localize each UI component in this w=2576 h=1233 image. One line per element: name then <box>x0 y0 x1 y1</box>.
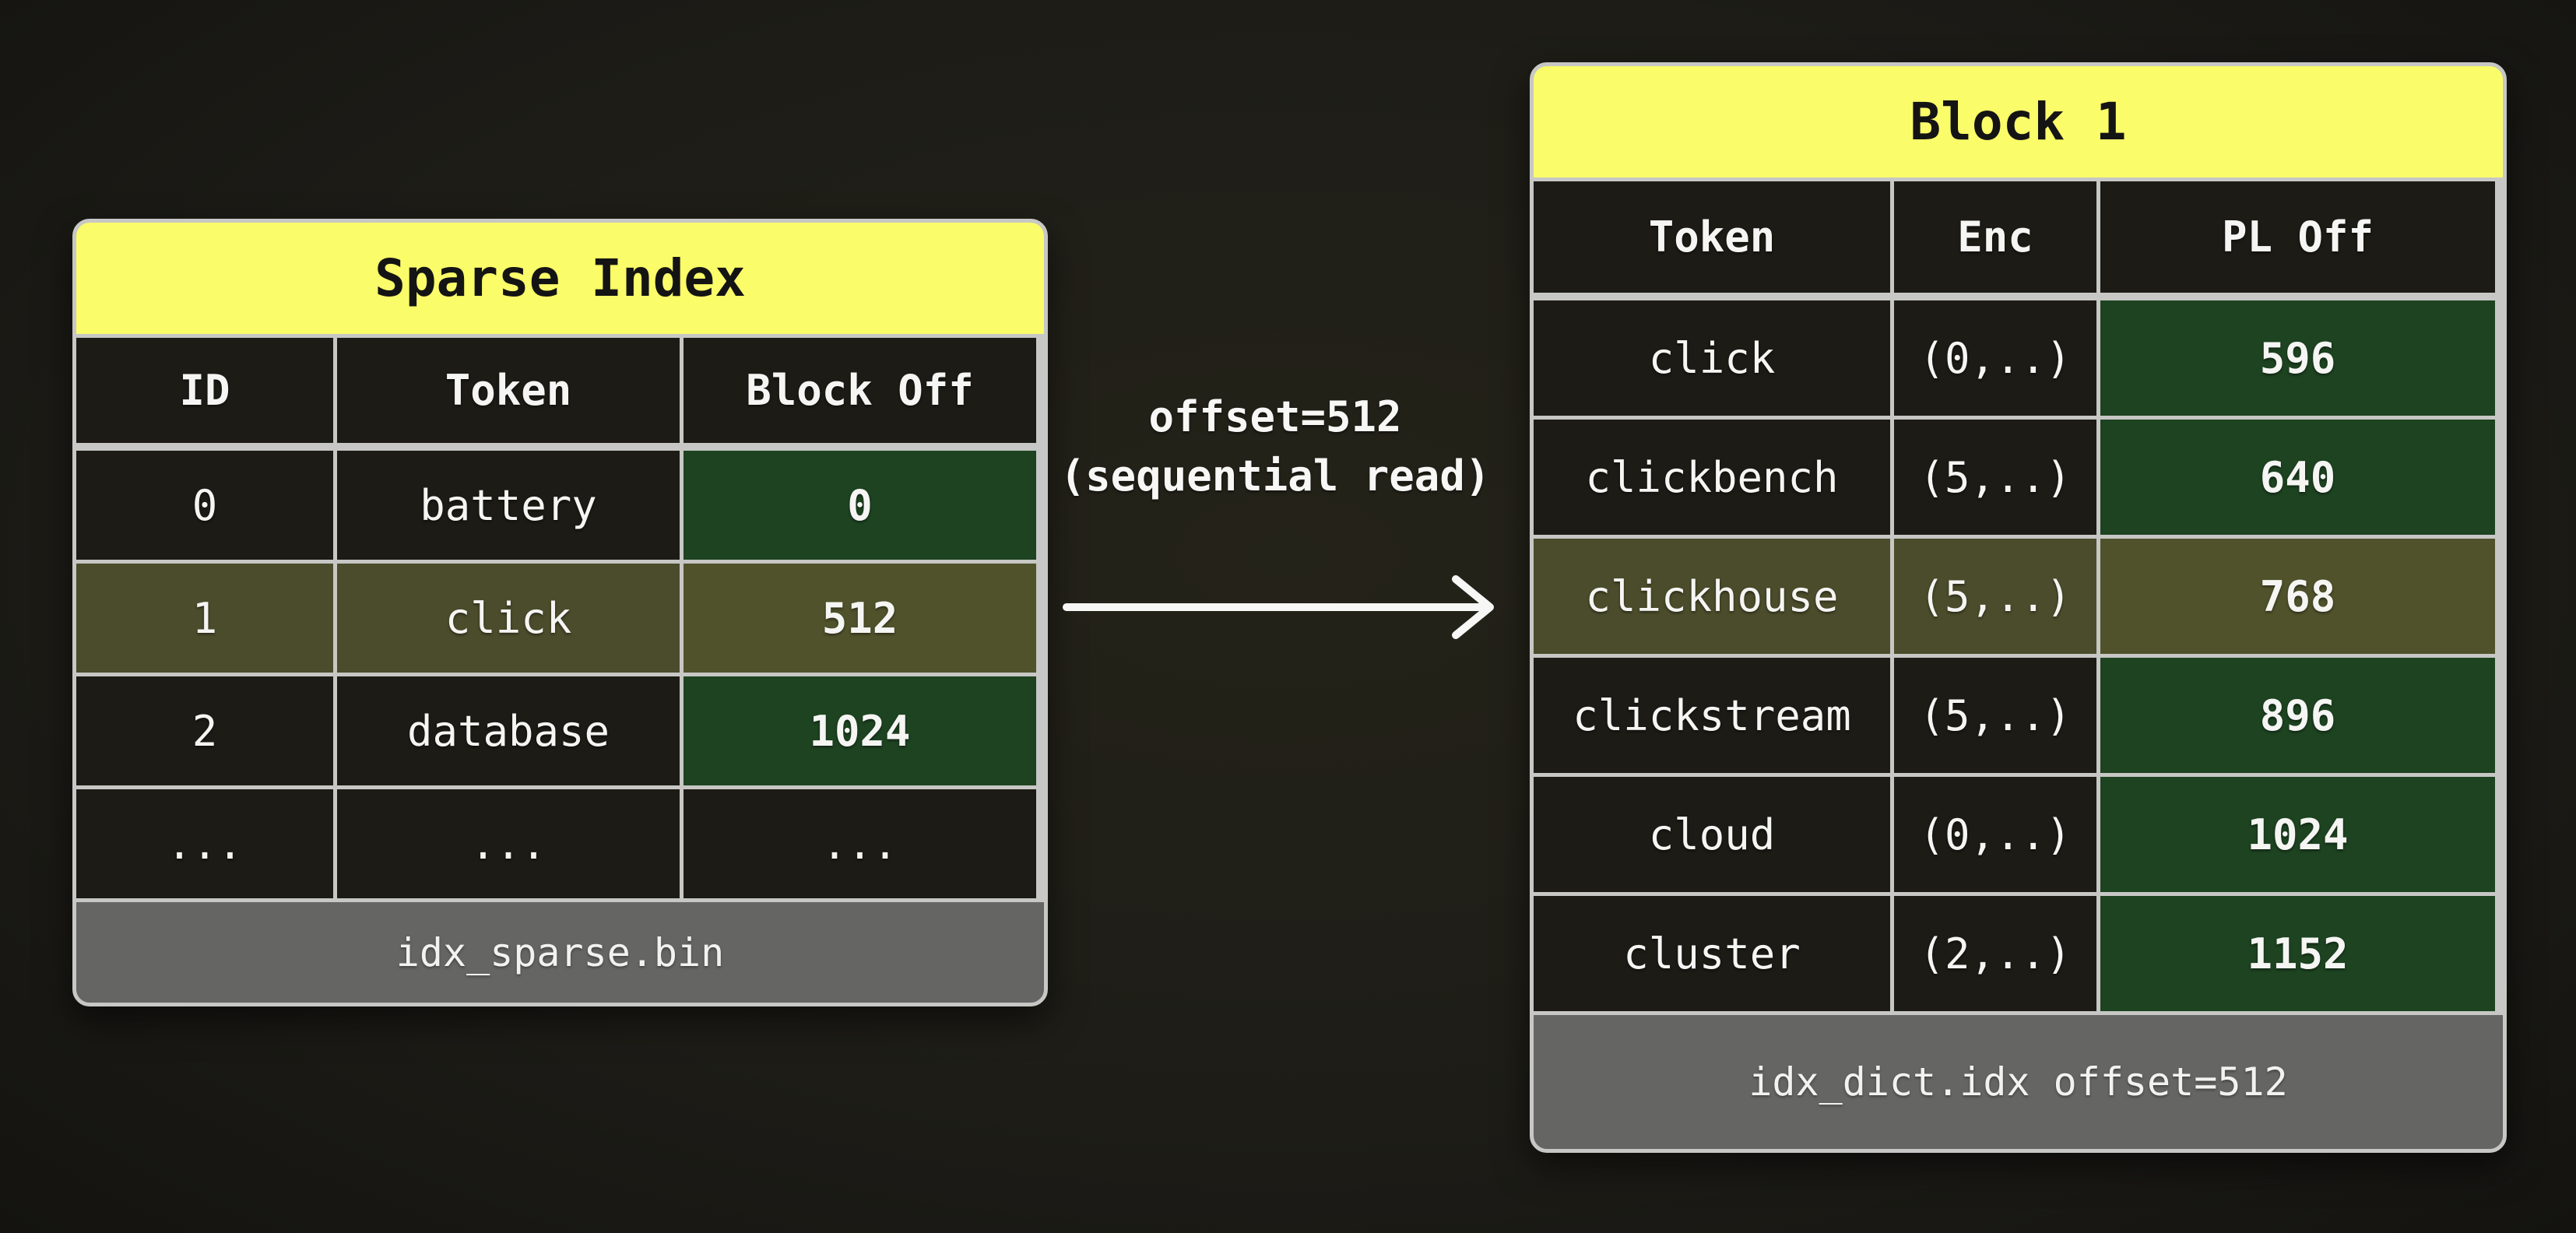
table-cell: (0,..) <box>1894 777 2096 892</box>
sparse-index-title: Sparse Index <box>76 223 1044 334</box>
table-cell: (5,..) <box>1894 420 2096 535</box>
arrow-label-line2: (sequential read) <box>1060 451 1491 501</box>
block1-table: Block 1 Token Enc PL Off click (0,..) 59… <box>1530 62 2507 1153</box>
sparse-index-footer: idx_sparse.bin <box>76 902 1044 1003</box>
table-cell: database <box>337 676 680 785</box>
table-cell: cloud <box>1534 777 1890 892</box>
right-arrow-icon <box>1063 575 1494 639</box>
table-cell: 640 <box>2100 420 2495 535</box>
sparse-index-grid: ID Token Block Off 0 battery 0 1 click 5… <box>76 338 1044 898</box>
table-cell: clickstream <box>1534 658 1890 773</box>
table-cell: cluster <box>1534 896 1890 1011</box>
table-cell: click <box>337 564 680 673</box>
table-cell: 1024 <box>684 676 1036 785</box>
table-cell: (0,..) <box>1894 300 2096 416</box>
column-header: Token <box>1534 181 1890 293</box>
table-cell: 0 <box>76 451 333 560</box>
table-cell: (5,..) <box>1894 539 2096 654</box>
table-cell: battery <box>337 451 680 560</box>
table-cell: click <box>1534 300 1890 416</box>
table-cell: 896 <box>2100 658 2495 773</box>
block1-title: Block 1 <box>1534 66 2503 177</box>
table-cell: 2 <box>76 676 333 785</box>
flow-arrow <box>1057 567 1509 652</box>
column-header: Block Off <box>684 338 1036 443</box>
table-cell: 1 <box>76 564 333 673</box>
column-header: ID <box>76 338 333 443</box>
table-cell: (5,..) <box>1894 658 2096 773</box>
table-cell: clickhouse <box>1534 539 1890 654</box>
table-cell: ... <box>76 789 333 898</box>
table-cell: 1152 <box>2100 896 2495 1011</box>
arrow-label-line1: offset=512 <box>1148 392 1402 441</box>
sparse-index-table: Sparse Index ID Token Block Off 0 batter… <box>72 219 1048 1006</box>
table-cell: clickbench <box>1534 420 1890 535</box>
column-header: Token <box>337 338 680 443</box>
column-header: Enc <box>1894 181 2096 293</box>
table-cell: 768 <box>2100 539 2495 654</box>
table-cell: (2,..) <box>1894 896 2096 1011</box>
column-header: PL Off <box>2100 181 2495 293</box>
table-cell: 0 <box>684 451 1036 560</box>
arrow-label: offset=512 (sequential read) <box>995 388 1555 506</box>
block1-grid: Token Enc PL Off click (0,..) 596 clickb… <box>1534 181 2503 1011</box>
table-cell: 512 <box>684 564 1036 673</box>
table-cell: ... <box>684 789 1036 898</box>
table-cell: 1024 <box>2100 777 2495 892</box>
table-cell: ... <box>337 789 680 898</box>
block1-footer: idx_dict.idx offset=512 <box>1534 1015 2503 1149</box>
table-cell: 596 <box>2100 300 2495 416</box>
